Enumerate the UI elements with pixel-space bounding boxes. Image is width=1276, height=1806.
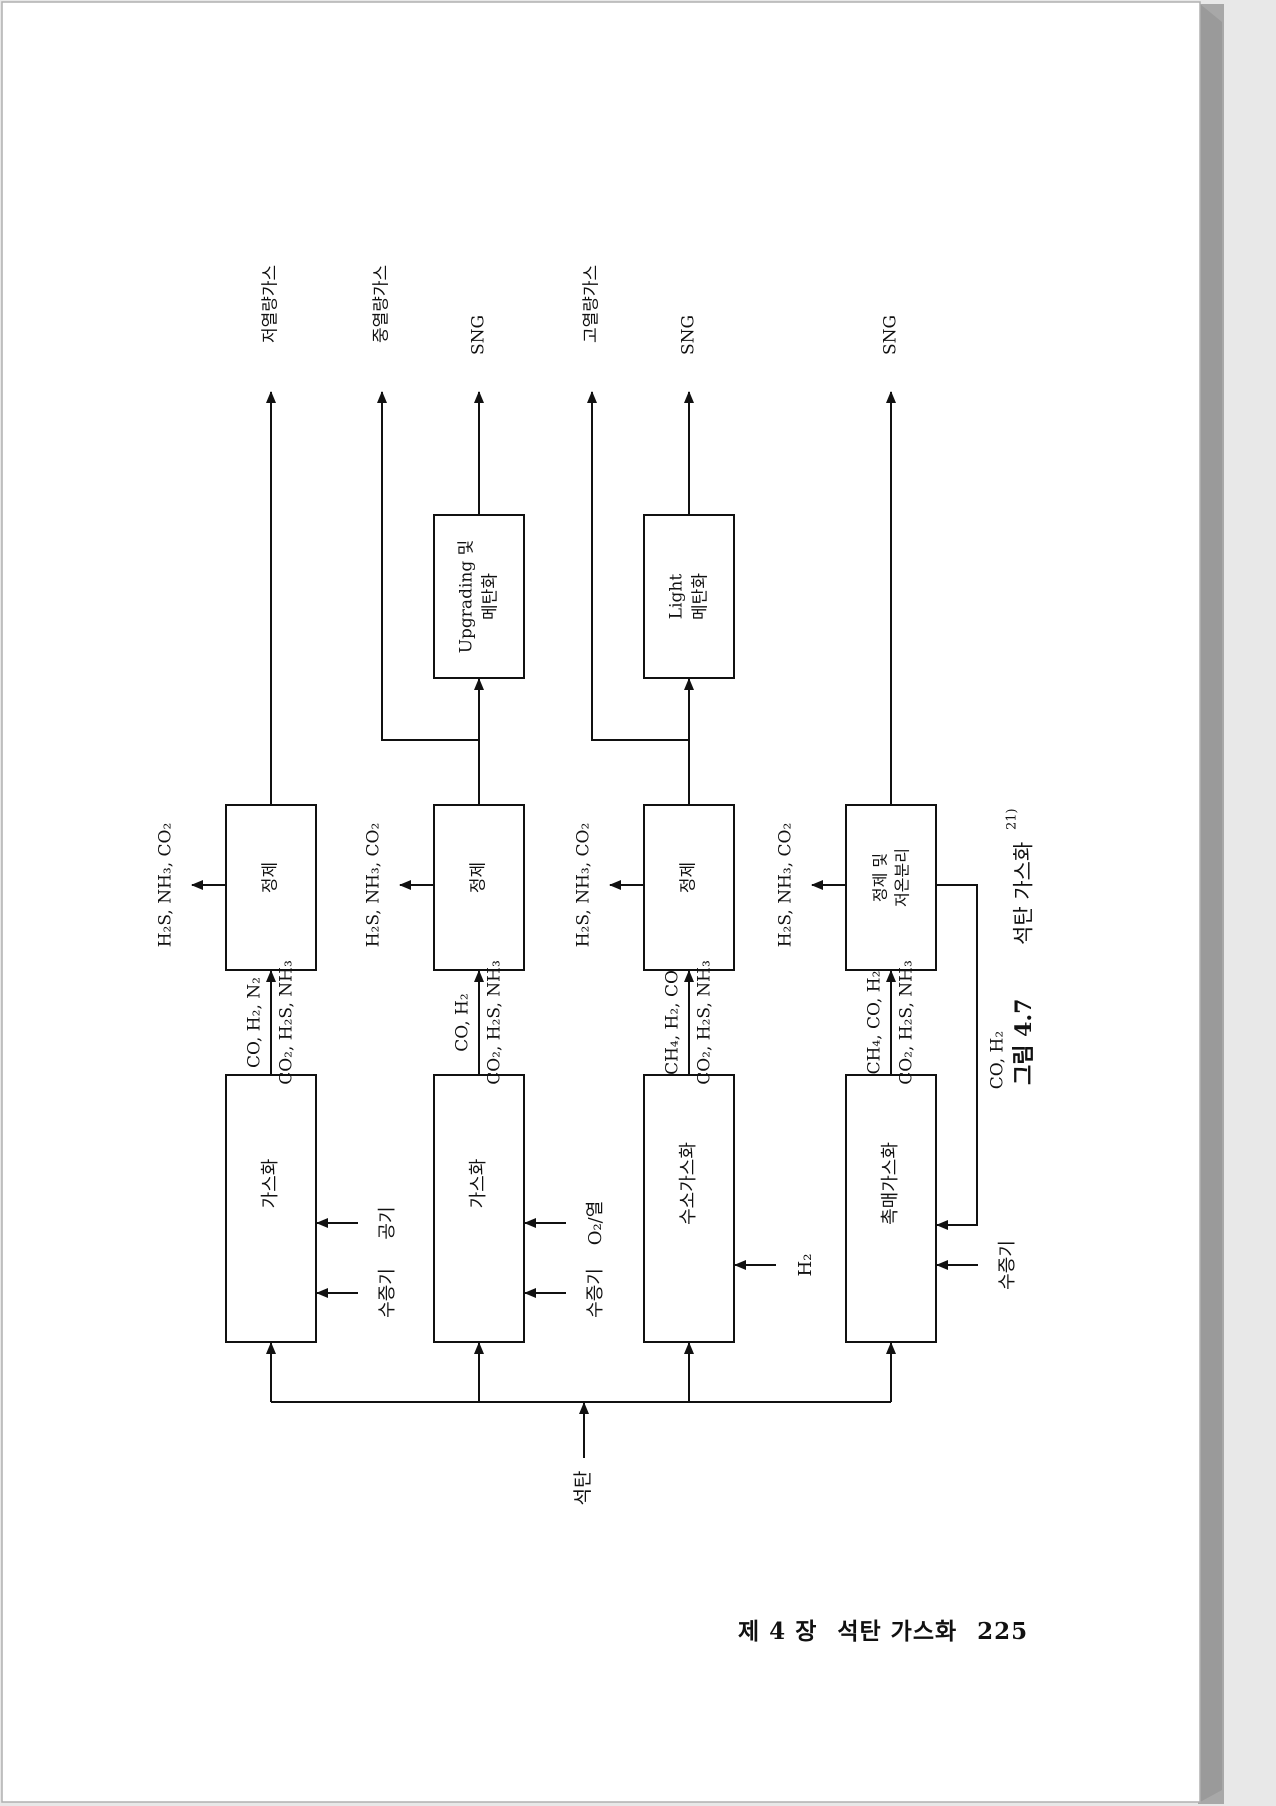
page-footer: 제 4 장 석탄 가스화 225 (720, 1585, 1028, 1646)
gasifier-label-2: 수소가스화 (678, 1142, 699, 1225)
raw-gas-label-top-3: CH₄, CO, H₂ (865, 971, 885, 1075)
gas-output-label-1: 중열량가스 (372, 265, 392, 343)
gasifier-label-1: 가스화 (468, 1159, 489, 1209)
gas-branch-arrow-2 (587, 391, 689, 741)
raw-gas-label-bottom-2: CO₂, H₂S, NH₃ (695, 960, 715, 1085)
gasifier-input-label-1-0: 수증기 (585, 1268, 606, 1318)
coal-feed-label: 석탄 (572, 1471, 594, 1506)
product-output-label-0: 저열량가스 (261, 265, 281, 343)
gasifier-input-label-0-0: 수증기 (377, 1268, 398, 1318)
gas-output-label-2: 고열량가스 (582, 265, 602, 343)
upgrade-label-1-0: Upgrading 및 (457, 540, 477, 654)
removed-label-3: H₂S, NH₃, CO₂ (776, 823, 796, 948)
page-sheet (1, 1, 1201, 1803)
gasifier-label-0: 가스화 (260, 1159, 281, 1209)
recycle-label: CO, H₂ (988, 1031, 1008, 1089)
gasifier-input-label-1-1: O₂/열 (585, 1201, 606, 1246)
upgrade-label-2-1: 메탄화 (691, 573, 711, 620)
raw-gas-label-bottom-0: CO₂, H₂S, NH₃ (277, 960, 297, 1085)
raw-gas-label-bottom-3: CO₂, H₂S, NH₃ (897, 960, 917, 1085)
gas-branch-arrow-1 (377, 391, 479, 741)
removed-label-2: H₂S, NH₃, CO₂ (574, 823, 594, 948)
gasifier-input-label-0-1: 공기 (377, 1206, 398, 1239)
figure-caption: 그림 4.7 석탄 가스화 21) (1005, 808, 1038, 1085)
product-output-label-3: SNG (881, 315, 901, 355)
removed-label-0: H₂S, NH₃, CO₂ (156, 823, 176, 948)
raw-gas-label-top-0: CO, H₂, N₂ (245, 977, 265, 1068)
cleanup-label-3-1: 저온분리 (893, 848, 912, 907)
cleanup-label-2: 정제 (679, 862, 699, 893)
raw-gas-label-top-2: CH₄, H₂, CO (663, 970, 683, 1075)
caption-reference: 21) (1005, 808, 1020, 830)
page-fold-top (1200, 4, 1222, 1802)
sng-output-label-2: SNG (679, 315, 699, 355)
gasifier-label-3: 촉매가스화 (880, 1142, 901, 1225)
caption-number: 그림 4.7 (1011, 999, 1037, 1085)
footer-chapter: 제 4 장 (738, 1618, 818, 1645)
raw-gas-label-top-1: CO, H₂ (453, 993, 473, 1051)
upgrade-label-2-0: Light (667, 574, 687, 620)
removed-label-1: H₂S, NH₃, CO₂ (364, 823, 384, 948)
gasifier-input-label-2-0: H₂ (795, 1254, 816, 1277)
footer-title: 석탄 가스화 (837, 1618, 958, 1645)
page-number: 225 (977, 1618, 1029, 1645)
cleanup-label-3-0: 정제 및 (871, 853, 890, 902)
cleanup-label-1: 정제 (469, 862, 489, 893)
sng-output-label-1: SNG (469, 315, 489, 355)
raw-gas-label-bottom-1: CO₂, H₂S, NH₃ (485, 960, 505, 1085)
recycle-loop-arrow (936, 884, 978, 1230)
gasifier-input-label-3-0: 수증기 (997, 1240, 1018, 1290)
upgrade-label-1-1: 메탄화 (481, 573, 501, 620)
caption-title: 석탄 가스화 (1012, 842, 1036, 945)
cleanup-label-0: 정제 (261, 862, 281, 893)
